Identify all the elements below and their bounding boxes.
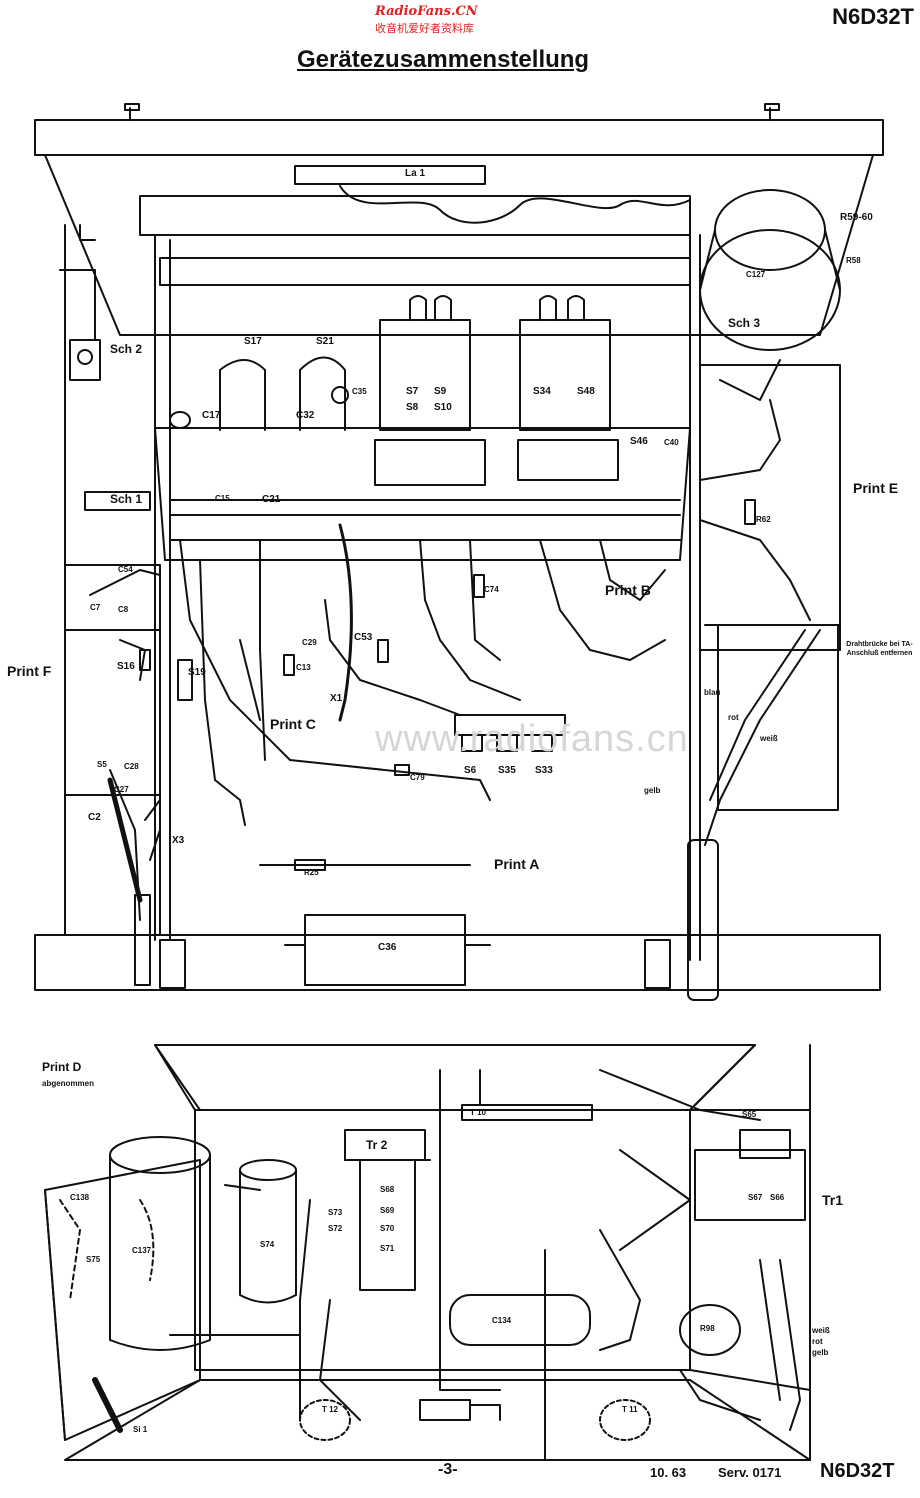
- coil-s9: S9: [434, 386, 447, 397]
- terminal-t12: T 12: [322, 1405, 339, 1414]
- coil-s68: S68: [380, 1185, 395, 1194]
- res-r62: R62: [756, 515, 771, 524]
- cap-c27: C27: [114, 785, 129, 794]
- footer-service-number: Serv. 0171: [718, 1465, 782, 1480]
- coil-s34: S34: [533, 386, 551, 397]
- footer-model-number: N6D32T: [820, 1460, 895, 1482]
- cap-c40: C40: [664, 438, 679, 447]
- cap-c17: C17: [202, 410, 221, 421]
- transformer-tr1: Tr1: [822, 1192, 844, 1208]
- coil-s74: S74: [260, 1240, 275, 1249]
- cap-c21: C21: [262, 494, 281, 505]
- cap-c36: C36: [378, 942, 397, 953]
- print-b-label: Print B: [605, 582, 651, 598]
- cap-c8: C8: [118, 605, 129, 614]
- cap-c53: C53: [354, 632, 373, 643]
- coil-s75: S75: [86, 1255, 101, 1264]
- coil-s33: S33: [535, 765, 553, 776]
- cap-c29: C29: [302, 638, 317, 647]
- cap-c137: C137: [132, 1246, 152, 1255]
- wire-color-weiss: weiß: [760, 734, 778, 743]
- res-r25: R25: [304, 868, 319, 877]
- coil-s66: S66: [770, 1193, 785, 1202]
- coil-s35: S35: [498, 765, 516, 776]
- coil-s73: S73: [328, 1208, 343, 1217]
- lamp-label: La 1: [405, 168, 426, 179]
- page-title: Gerätezusammenstellung: [297, 46, 590, 73]
- cap-c134: C134: [492, 1316, 512, 1325]
- lower-wire-gelb: gelb: [812, 1348, 829, 1357]
- coil-s6: S6: [464, 765, 477, 776]
- res-r59-60: R59-60: [840, 212, 873, 223]
- connector-x1: X1: [330, 693, 343, 704]
- wire-color-blau: blau: [704, 688, 721, 697]
- coil-s19: S19: [188, 667, 206, 678]
- terminal-t11: T 11: [622, 1405, 638, 1414]
- coil-s65: S65: [742, 1110, 757, 1119]
- switch-label-sch1: Sch 1: [110, 492, 143, 506]
- cap-c74: C74: [484, 585, 499, 594]
- model-number-top: N6D32T: [832, 4, 914, 29]
- coil-s5: S5: [97, 760, 107, 769]
- coil-s7: S7: [406, 386, 419, 397]
- wire-color-gelb: gelb: [644, 786, 661, 795]
- print-f-label: Print F: [7, 663, 52, 679]
- fuse-si1: Si 1: [133, 1425, 148, 1434]
- connector-x3: X3: [172, 835, 185, 846]
- terminal-t10: T 10: [470, 1108, 487, 1117]
- switch-label-sch3: Sch 3: [728, 316, 761, 330]
- lower-wire-rot: rot: [812, 1337, 823, 1346]
- cap-c7: C7: [90, 603, 101, 612]
- coil-s72: S72: [328, 1224, 343, 1233]
- print-c-label: Print C: [270, 716, 316, 732]
- cap-c32: C32: [296, 410, 315, 421]
- cap-c28: C28: [124, 762, 139, 771]
- watermark: www.radiofans.cn: [375, 718, 689, 760]
- brand-subtitle: 收音机爱好者资料库: [375, 23, 474, 35]
- res-r58: R58: [846, 256, 861, 265]
- cap-c13: C13: [296, 663, 311, 672]
- print-d-label: Print D: [42, 1060, 82, 1074]
- cap-c79: C79: [410, 773, 425, 782]
- coil-s21: S21: [316, 336, 334, 347]
- wire-bridge-note: Drahtbrücke bei TA-Anschluß entfernen: [846, 641, 913, 657]
- footer-date: 10. 63: [650, 1465, 687, 1480]
- cap-c15: C15: [215, 494, 230, 503]
- cap-c127: C127: [746, 270, 766, 279]
- print-a-label: Print A: [494, 856, 540, 872]
- coil-s17: S17: [244, 336, 262, 347]
- brand-logo: RadioFans.CN: [375, 4, 478, 19]
- footer-page-number: -3-: [438, 1461, 458, 1478]
- print-d-sublabel: abgenommen: [42, 1079, 95, 1088]
- transformer-tr2: Tr 2: [366, 1138, 388, 1152]
- coil-s71: S71: [380, 1244, 395, 1253]
- coil-s70: S70: [380, 1224, 395, 1233]
- coil-s69: S69: [380, 1206, 395, 1215]
- coil-s67: S67: [748, 1193, 763, 1202]
- switch-label-sch2: Sch 2: [110, 342, 143, 356]
- cap-c35: C35: [352, 387, 367, 396]
- coil-s48: S48: [577, 386, 595, 397]
- wire-color-rot: rot: [728, 713, 739, 722]
- coil-s10: S10: [434, 402, 452, 413]
- print-e-label: Print E: [853, 480, 899, 496]
- coil-s46: S46: [630, 436, 648, 447]
- coil-s16: S16: [117, 661, 135, 672]
- cap-c54: C54: [118, 565, 133, 574]
- lower-wire-weiss: weiß: [812, 1326, 830, 1335]
- cap-c2: C2: [88, 812, 101, 823]
- coil-s8: S8: [406, 402, 419, 413]
- res-r98: R98: [700, 1324, 715, 1333]
- cap-c138: C138: [70, 1193, 90, 1202]
